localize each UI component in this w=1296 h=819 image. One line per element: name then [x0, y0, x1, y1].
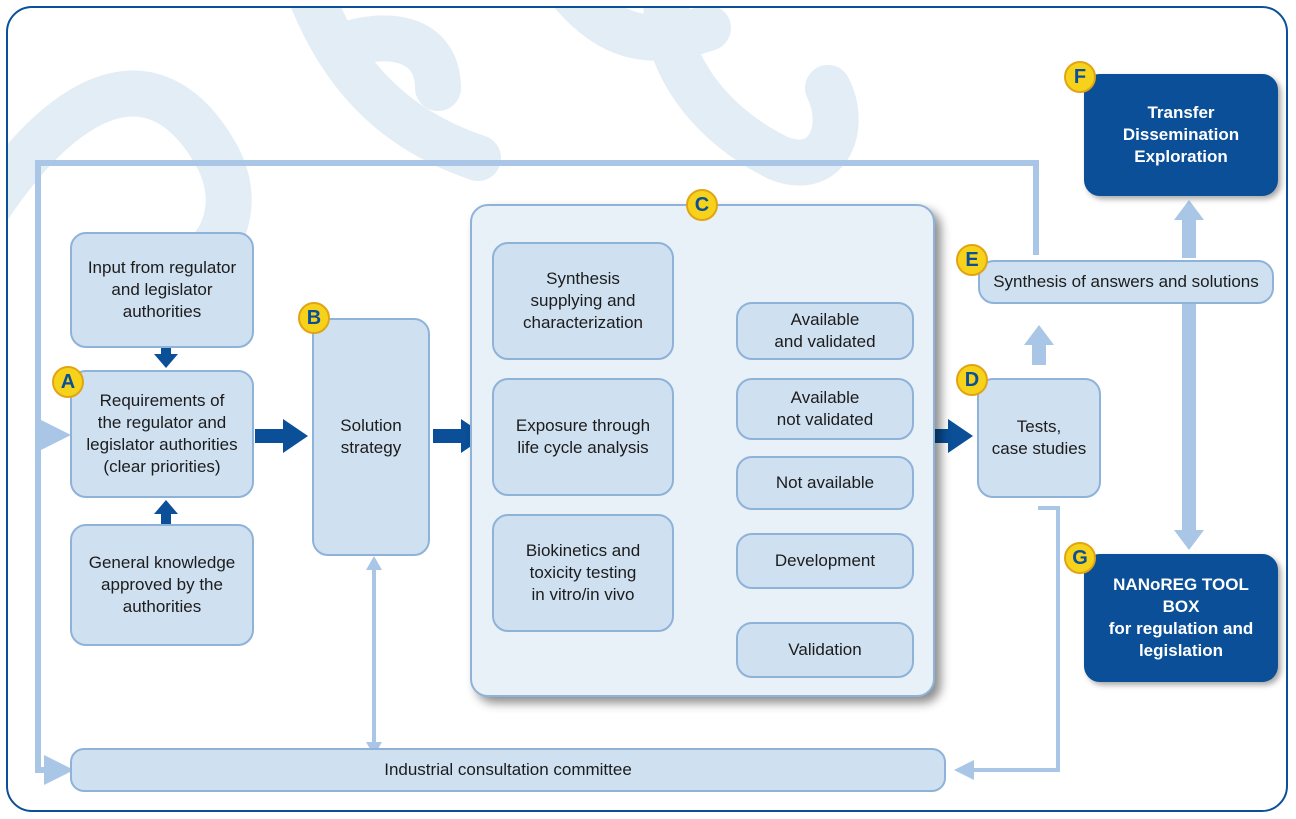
validation-box: Validation	[736, 622, 914, 678]
general-knowledge-box: General knowledge approved by the author…	[70, 524, 254, 646]
tests-box: Tests, case studies	[977, 378, 1101, 498]
badge-d: D	[956, 364, 988, 396]
synthesis-transfer-arrowhead	[1174, 200, 1204, 220]
solution-strategy-box: Solution strategy	[312, 318, 430, 556]
badge-f: F	[1064, 61, 1096, 93]
arrowhead-up	[366, 556, 382, 570]
tests-synthesis-arrow-shaft	[1032, 343, 1046, 365]
knowledge-to-requirements-arrow	[154, 500, 178, 524]
biokinetics-box: Biokinetics and toxicity testing in vitr…	[492, 514, 674, 632]
industrial-committee-box: Industrial consultation committee	[70, 748, 946, 792]
requirements-box: Requirements of the regulator and legisl…	[70, 370, 254, 498]
synthesis-answers-box: Synthesis of answers and solutions	[978, 260, 1274, 304]
synthesis-supplying-box: Synthesis supplying and characterization	[492, 242, 674, 360]
badge-a: A	[52, 366, 84, 398]
requirements-to-strategy-arrow	[255, 419, 308, 453]
synthesis-transfer-arrow-shaft	[1182, 218, 1196, 258]
input-to-requirements-arrow	[154, 346, 178, 368]
input-regulator-box: Input from regulator and legislator auth…	[70, 232, 254, 348]
tests-committee-line	[954, 506, 1060, 780]
available-validated-box: Available and validated	[736, 302, 914, 360]
toolbox-box: NANoREG TOOL BOX for regulation and legi…	[1084, 554, 1278, 682]
feedback-loop-line	[35, 160, 1039, 785]
badge-c: C	[686, 189, 718, 221]
synthesis-toolbox-arrow-shaft	[1182, 300, 1196, 532]
diagram-frame: Input from regulator and legislator auth…	[6, 6, 1288, 812]
synthesis-toolbox-arrowhead	[1174, 530, 1204, 550]
badge-e: E	[956, 244, 988, 276]
tests-synthesis-arrowhead	[1024, 325, 1054, 345]
available-not-validated-box: Available not validated	[736, 378, 914, 440]
exposure-box: Exposure through life cycle analysis	[492, 378, 674, 496]
badge-g: G	[1064, 542, 1096, 574]
badge-b: B	[298, 302, 330, 334]
transfer-box: Transfer Dissemination Exploration	[1084, 74, 1278, 196]
not-available-box: Not available	[736, 456, 914, 510]
development-box: Development	[736, 533, 914, 589]
